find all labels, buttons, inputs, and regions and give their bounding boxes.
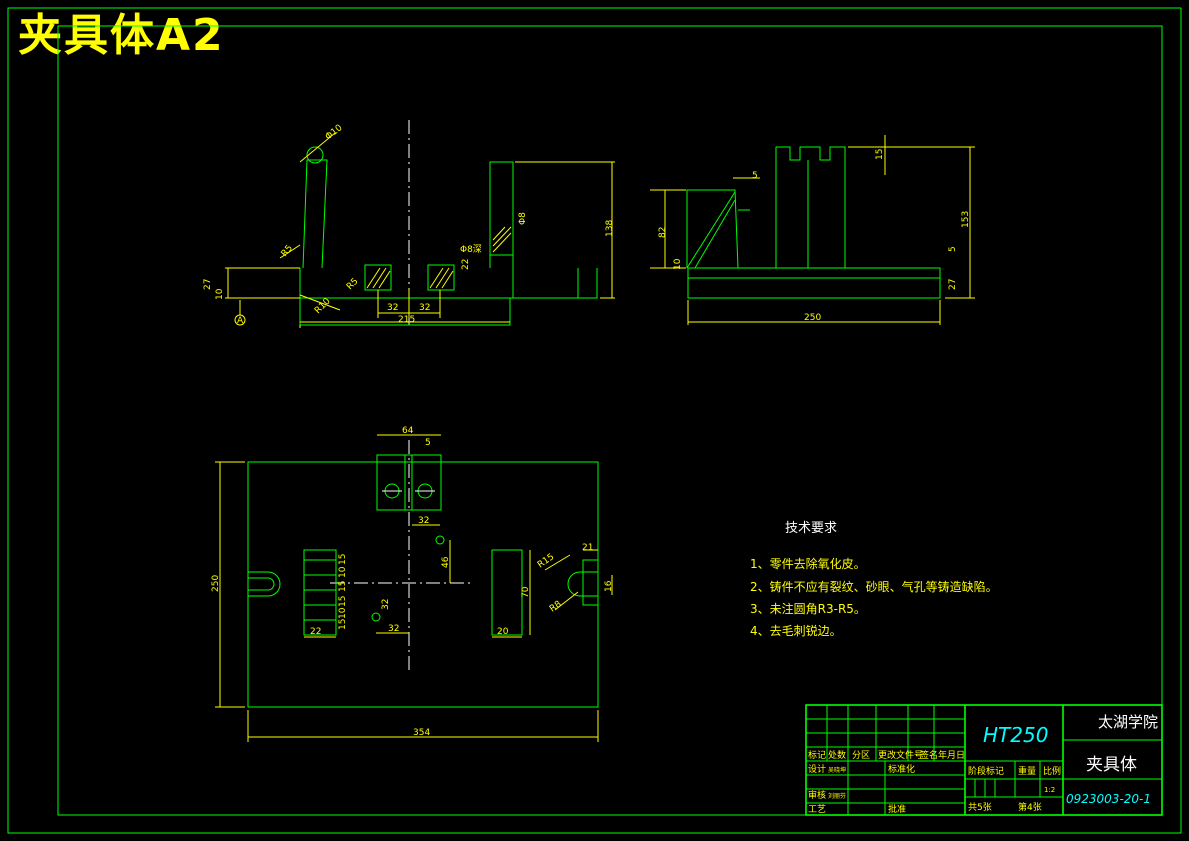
svg-text:工艺: 工艺 xyxy=(808,804,826,815)
svg-text:A: A xyxy=(237,316,244,326)
svg-text:设计: 设计 xyxy=(808,763,826,775)
svg-text:32: 32 xyxy=(418,516,429,526)
svg-text:32: 32 xyxy=(419,303,430,313)
svg-text:刘丽芬: 刘丽芬 xyxy=(828,792,846,800)
inner-frame xyxy=(57,25,1163,816)
svg-text:10: 10 xyxy=(338,607,348,619)
tech-requirements: 技术要求 1、零件去除氧化皮。 2、铸件不应有裂纹、砂眼、气孔等铸造缺陷。 3、… xyxy=(750,521,998,638)
svg-text:215: 215 xyxy=(398,315,415,325)
svg-text:10: 10 xyxy=(215,288,225,300)
svg-text:22: 22 xyxy=(461,259,471,270)
svg-text:5: 5 xyxy=(425,438,431,448)
school-name: 太湖学院 xyxy=(1098,713,1158,731)
svg-text:21: 21 xyxy=(582,543,593,553)
svg-text:R5: R5 xyxy=(345,277,361,293)
tech-item-3: 3、未注圆角R3-R5。 xyxy=(750,601,866,616)
svg-text:32: 32 xyxy=(381,599,391,610)
svg-text:64: 64 xyxy=(402,426,414,436)
top-view: 64 5 32 46 32 32 15 10 15 15 10 15 22 70… xyxy=(211,426,614,742)
svg-text:16: 16 xyxy=(604,580,614,592)
svg-text:批准: 批准 xyxy=(888,803,906,815)
svg-text:阶段标记: 阶段标记 xyxy=(968,765,1004,777)
svg-text:354: 354 xyxy=(413,728,430,738)
tech-item-4: 4、去毛刺锐边。 xyxy=(750,624,842,638)
svg-text:15: 15 xyxy=(875,149,885,160)
svg-text:250: 250 xyxy=(211,575,221,592)
material-label: HT250 xyxy=(983,723,1048,747)
tech-item-2: 2、铸件不应有裂纹、砂眼、气孔等铸造缺陷。 xyxy=(750,579,998,594)
svg-text:年月日: 年月日 xyxy=(938,749,965,761)
svg-text:Φ8: Φ8 xyxy=(518,212,528,225)
svg-text:5: 5 xyxy=(948,246,958,252)
svg-text:重量: 重量 xyxy=(1018,765,1036,777)
svg-text:138: 138 xyxy=(605,220,615,237)
svg-text:R8: R8 xyxy=(548,599,564,614)
svg-text:70: 70 xyxy=(521,586,531,598)
svg-text:签名: 签名 xyxy=(920,749,938,761)
part-name: 夹具体 xyxy=(1086,755,1137,775)
svg-text:15: 15 xyxy=(338,554,348,565)
svg-text:Φ10: Φ10 xyxy=(324,123,345,142)
svg-text:46: 46 xyxy=(441,556,451,568)
svg-text:Φ8深: Φ8深 xyxy=(460,244,482,255)
drawing-title: 夹具体A2 xyxy=(18,10,225,61)
tech-item-1: 1、零件去除氧化皮。 xyxy=(750,556,866,571)
outer-border xyxy=(7,7,1182,834)
title-block: HT250 太湖学院 夹具体 0923003-20-1 标记 处数 分区 更改文… xyxy=(805,704,1163,816)
svg-text:标记: 标记 xyxy=(808,749,826,761)
svg-text:15: 15 xyxy=(338,581,348,592)
svg-text:第4张: 第4张 xyxy=(1018,801,1042,813)
svg-text:27: 27 xyxy=(203,279,213,290)
svg-text:10: 10 xyxy=(673,258,683,270)
svg-text:5: 5 xyxy=(752,171,758,181)
front-view: Φ10 27 10 A R5 R10 R5 32 32 xyxy=(203,120,615,328)
svg-text:共5张: 共5张 xyxy=(968,802,992,813)
svg-text:250: 250 xyxy=(804,313,821,323)
svg-text:更改文件号: 更改文件号 xyxy=(878,749,923,761)
svg-text:10: 10 xyxy=(338,566,348,578)
svg-text:15: 15 xyxy=(338,596,348,607)
svg-text:处数: 处数 xyxy=(828,749,846,761)
tech-heading: 技术要求 xyxy=(785,521,837,536)
svg-text:15: 15 xyxy=(338,619,348,630)
svg-text:20: 20 xyxy=(497,627,509,637)
svg-text:22: 22 xyxy=(310,627,321,637)
svg-text:审核: 审核 xyxy=(808,789,826,801)
svg-text:32: 32 xyxy=(388,624,399,634)
svg-text:R15: R15 xyxy=(536,552,556,570)
svg-text:27: 27 xyxy=(948,279,958,290)
svg-text:R10: R10 xyxy=(313,296,333,316)
svg-text:分区: 分区 xyxy=(852,750,870,761)
drawing-number: 0923003-20-1 xyxy=(1066,792,1151,806)
svg-text:1:2: 1:2 xyxy=(1044,786,1055,794)
svg-text:153: 153 xyxy=(961,211,971,228)
svg-text:32: 32 xyxy=(387,303,398,313)
svg-text:标准化: 标准化 xyxy=(888,763,915,775)
svg-text:吴晓坤: 吴晓坤 xyxy=(828,766,846,774)
side-view: 82 10 5 15 153 5 27 250 xyxy=(650,135,975,325)
svg-text:82: 82 xyxy=(658,227,668,238)
svg-text:比例: 比例 xyxy=(1043,765,1061,777)
